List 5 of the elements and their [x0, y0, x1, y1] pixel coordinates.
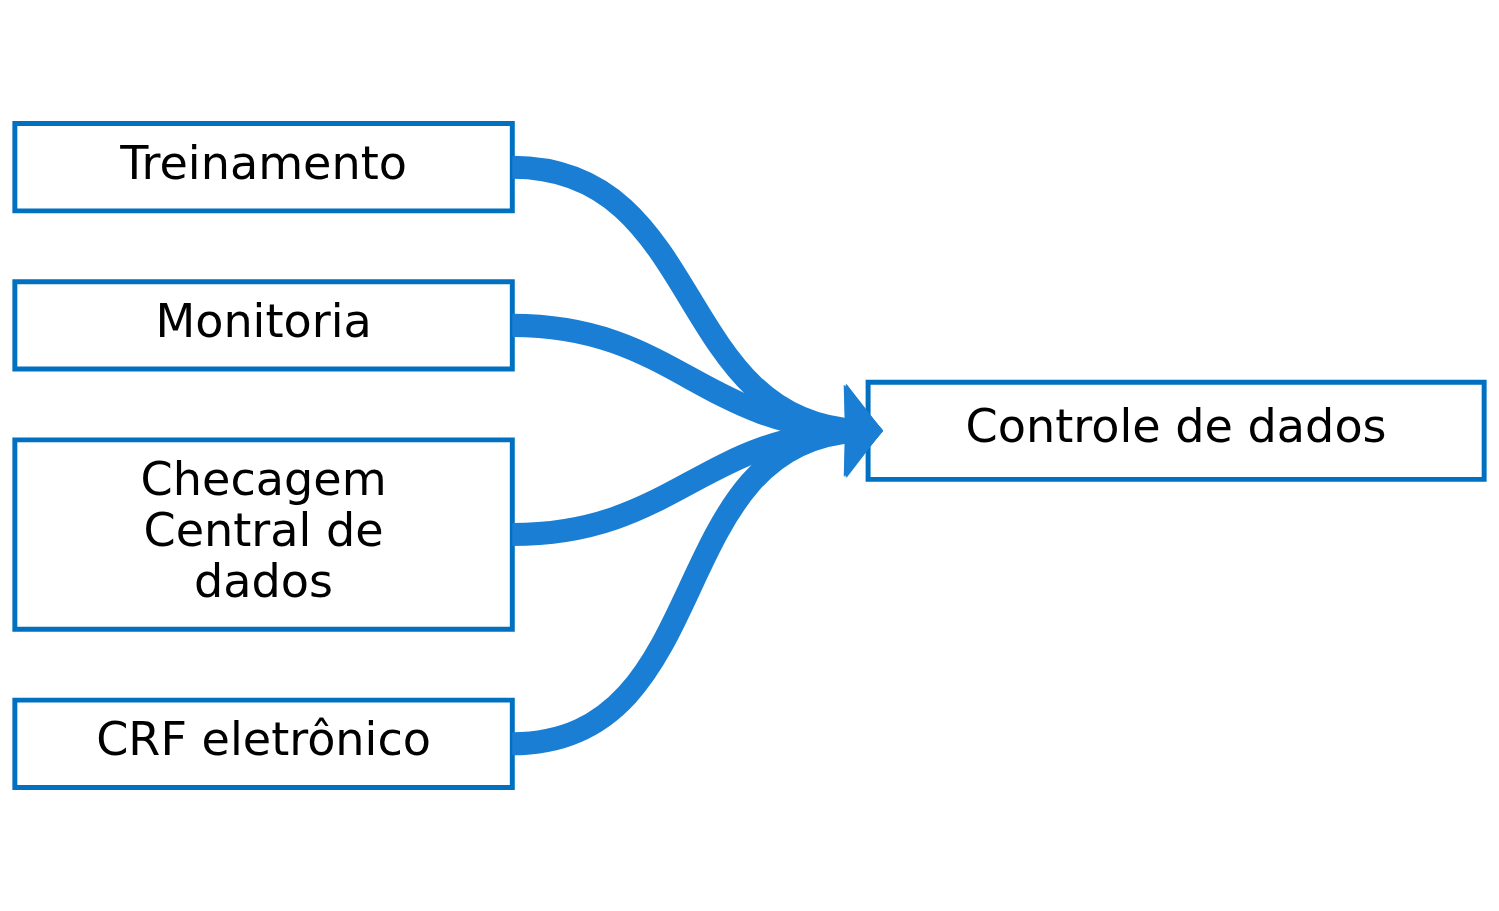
node-box: Treinamento	[12, 121, 515, 214]
node-box: CRF eletrônico	[12, 697, 515, 790]
node-box: Checagem Central de dados	[12, 437, 515, 632]
node-box: Monitoria	[12, 279, 515, 372]
node-box: Controle de dados	[865, 379, 1487, 482]
